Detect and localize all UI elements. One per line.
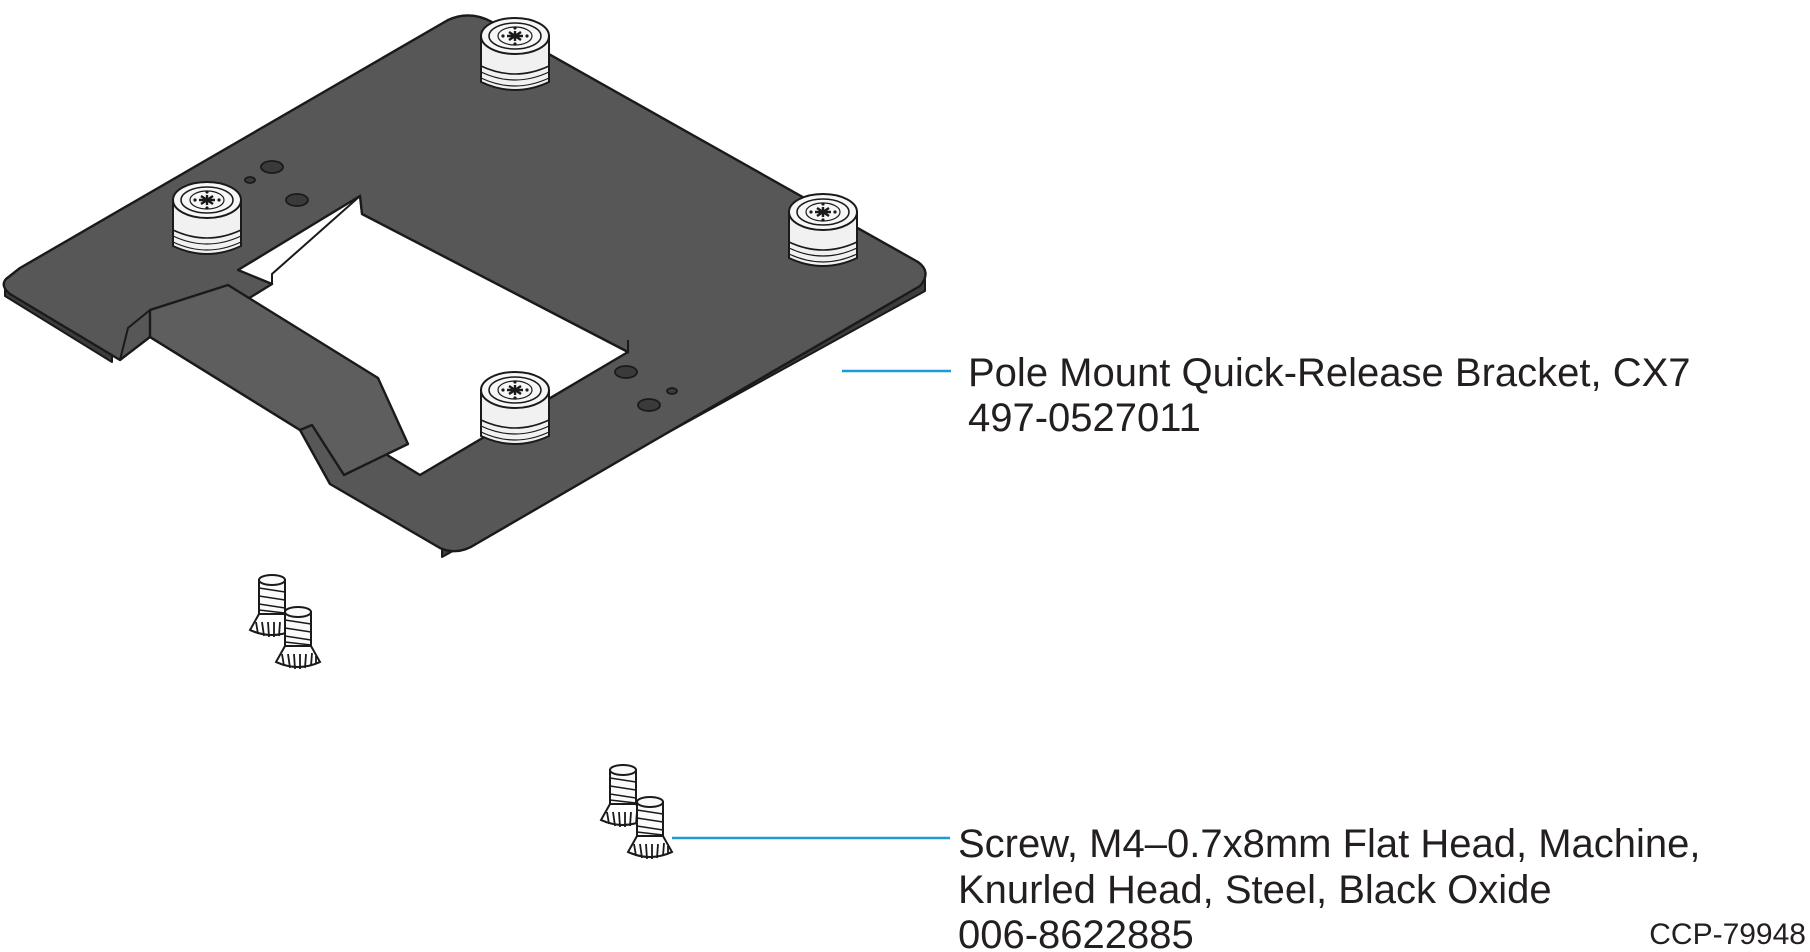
screw-description-line1: Screw, M4–0.7x8mm Flat Head, Machine, bbox=[958, 822, 1701, 866]
figure-code: CCP-79948 bbox=[1649, 918, 1806, 951]
pole-mount-bracket bbox=[2, 14, 927, 558]
flat-head-screw-icon bbox=[600, 764, 673, 860]
bracket-callout: Pole Mount Quick-Release Bracket, CX7 49… bbox=[968, 351, 1691, 440]
flat-head-screw-icon bbox=[249, 574, 321, 670]
bracket-part-number: 497-0527011 bbox=[968, 396, 1201, 440]
bracket-description: Pole Mount Quick-Release Bracket, CX7 bbox=[968, 351, 1691, 395]
screw-part-number: 006-8622885 bbox=[958, 913, 1194, 952]
bracket-plate bbox=[2, 14, 927, 553]
bracket-bent-tab bbox=[148, 283, 410, 477]
screw-callout: Screw, M4–0.7x8mm Flat Head, Machine, Kn… bbox=[958, 822, 1701, 952]
screw-description-line2: Knurled Head, Steel, Black Oxide bbox=[958, 868, 1552, 912]
bracket-holes bbox=[244, 160, 678, 412]
